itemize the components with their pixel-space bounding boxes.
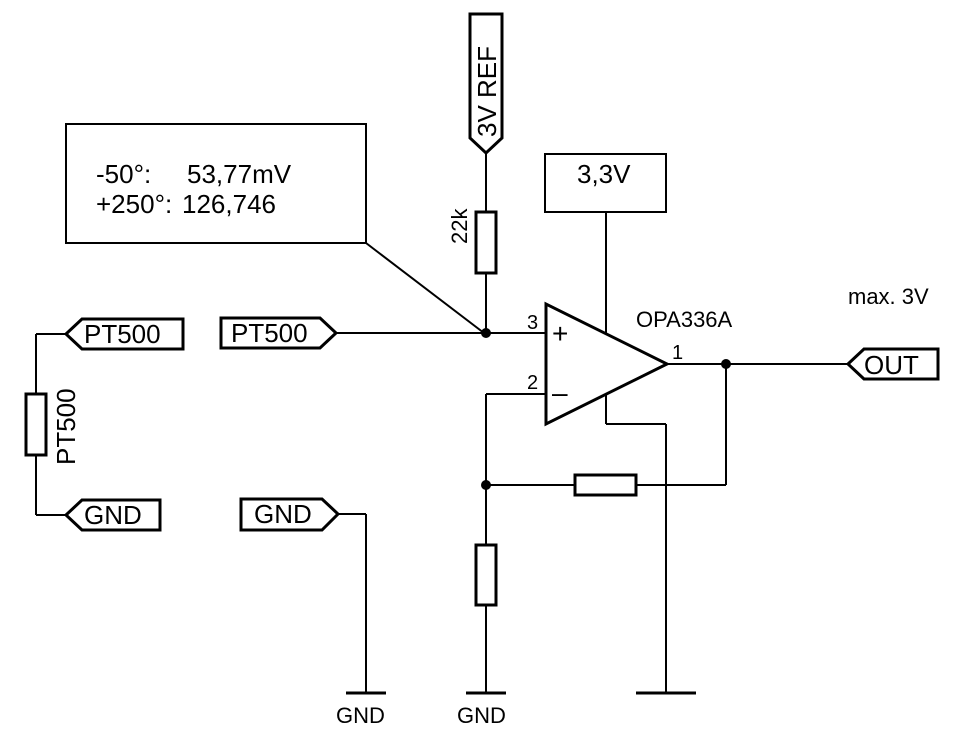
gnd-center-flag [239,497,341,532]
pt500-left-port: PT500 [63,317,185,351]
pt500-center-port: PT500 [219,316,339,350]
supply-3v3-label: 3,3V [577,159,631,189]
ref-3v-label: 3V REF [472,46,502,137]
note-box [65,123,367,244]
gnd-left-label: GND [84,500,142,530]
supply-3v3: 3,3V [544,153,667,333]
pt500-left-flag [63,317,185,351]
gnd-label-center: GND [336,703,385,728]
resistor-22k [474,210,498,275]
out-port: OUT [845,347,940,381]
gnd-center-port: GND [239,497,341,532]
gnd-center-label: GND [254,499,312,529]
note-leader-line [365,242,485,334]
out-label: OUT [864,350,919,380]
opamp-name: OPA336A [636,307,733,332]
gnd-left-flag [63,498,162,532]
pt500-sensor-label: PT500 [51,388,81,465]
opamp-pin-minus: 2 [527,372,538,394]
gnd-label-gain: GND [457,703,506,728]
opamp-pin-plus: 3 [527,312,538,334]
resistor-gain [474,543,498,607]
resistor-pt500-sensor [24,392,48,457]
resistor-feedback [573,473,638,497]
opamp-plus-sign: + [552,318,568,349]
resistor-22k-label: 22k [447,208,472,244]
pt500-center-flag [219,316,339,350]
max-voltage-label: max. 3V [848,284,929,309]
note-line2-value: 126,746 [182,189,276,219]
note-line2-temp: +250°: [96,189,172,219]
ref-3v-port: 3V REF [468,12,504,156]
opamp-pin-out: 1 [672,342,683,364]
gnd-left-port: GND [63,498,162,532]
pt500-center-label: PT500 [231,318,308,348]
pt500-left-label: PT500 [84,319,161,349]
annotation-note: -50°: 53,77mV +250°: 126,746 [65,123,485,334]
out-flag [845,347,940,381]
opamp-minus-sign: – [552,377,568,408]
note-line1-value: 53,77mV [187,159,292,189]
junction-plus-node [481,328,491,338]
ref-3v-flag [468,12,504,156]
note-line1-temp: -50°: [96,159,151,189]
